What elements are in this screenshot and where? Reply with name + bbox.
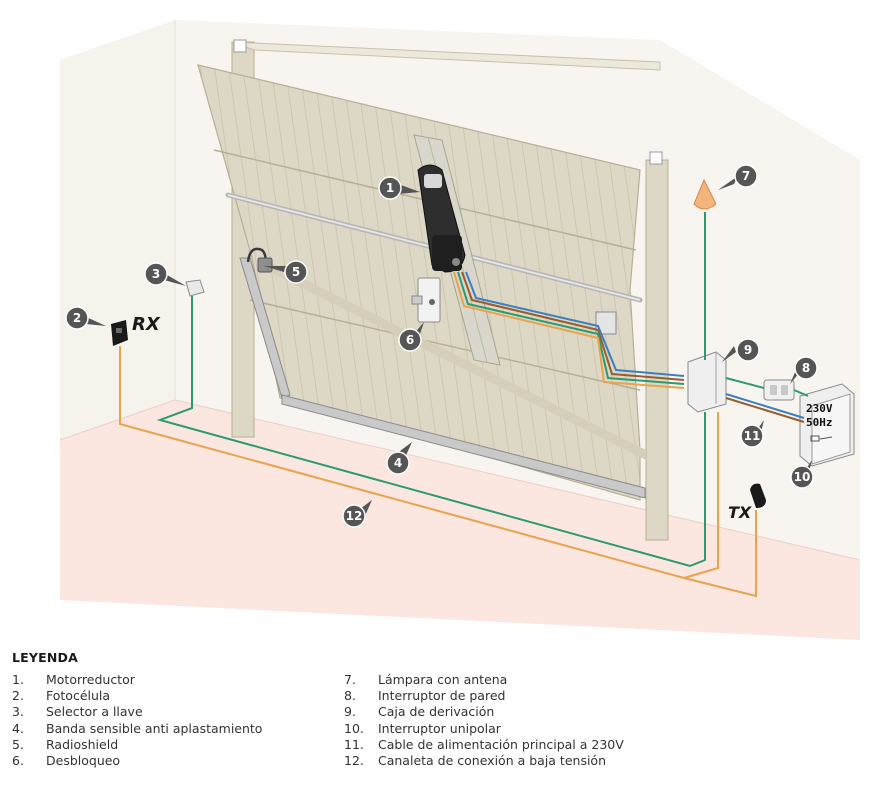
legend-column-right: 7. Lámpara con antena 8. Interruptor de pa… — [344, 672, 676, 769]
legend-item-number: 8. — [344, 688, 356, 704]
transmitter-tx: TX — [728, 483, 766, 522]
legend-item: 7. Lámpara con antena — [344, 672, 676, 688]
legend-title: LEYENDA — [12, 650, 79, 665]
legend-item-number: 11. — [344, 736, 364, 752]
legend-item-number: 5. — [12, 736, 24, 752]
callout-1: 1 — [378, 176, 402, 200]
safety-edge — [239, 257, 646, 499]
svg-text:3: 3 — [152, 267, 160, 281]
legend-item-text: Desbloqueo — [46, 753, 121, 769]
callout-9: 9 — [736, 338, 760, 362]
legend-item: 12. Canaleta de conexión a baja tensión — [344, 753, 676, 769]
legend-item: 4. Banda sensible anti aplastamiento — [12, 721, 344, 737]
callout-11: 11 — [740, 424, 764, 448]
legend-item-number: 2. — [12, 688, 24, 704]
door-junction-box — [595, 311, 617, 335]
legend-item: 3. Selector a llave — [12, 704, 344, 720]
callout-8: 8 — [794, 356, 818, 380]
junction-box — [687, 351, 727, 413]
callout-2: 2 — [65, 306, 89, 330]
callout-7: 7 — [734, 164, 758, 188]
legend-item: 1. Motorreductor — [12, 672, 344, 688]
svg-text:7: 7 — [742, 169, 750, 183]
supply-cables — [725, 377, 809, 423]
photocell-rx: RX — [111, 314, 161, 346]
legend-item-text: Interruptor unipolar — [378, 720, 501, 736]
legend-item-number: 9. — [344, 704, 356, 720]
svg-text:5: 5 — [292, 265, 300, 279]
garage-door-installation-diagram: 230V 50Hz RX TX — [59, 20, 861, 640]
wall-switch — [763, 379, 795, 401]
callout-5: 5 — [284, 260, 308, 284]
legend-item-text: Selector a llave — [46, 704, 143, 720]
legend-item: 2. Fotocélula — [12, 688, 344, 704]
svg-text:11: 11 — [744, 429, 761, 443]
legend-item-number: 7. — [344, 672, 356, 687]
motor-unit — [417, 164, 466, 273]
legend-item-text: Canaleta de conexión a baja tensión — [378, 753, 606, 769]
legend-item: 10. Interruptor unipolar — [344, 721, 676, 737]
tx-label: TX — [728, 503, 752, 522]
legend-item-text: Motorreductor — [46, 672, 135, 687]
svg-text:12: 12 — [346, 509, 363, 523]
radioshield-device — [246, 247, 273, 273]
legend-item-text: Caja de derivación — [378, 704, 495, 720]
motor-cables — [453, 271, 685, 389]
svg-text:4: 4 — [394, 456, 402, 470]
floor-cables — [119, 296, 757, 598]
legend-item-text: Lámpara con antena — [378, 672, 508, 687]
callout-10: 10 — [790, 465, 814, 489]
svg-text:2: 2 — [73, 311, 81, 325]
svg-text:9: 9 — [744, 343, 752, 357]
svg-text:8: 8 — [802, 361, 810, 375]
legend-item-text: Banda sensible anti aplastamiento — [46, 720, 263, 736]
legend-item: 9. Caja de derivación — [344, 704, 676, 720]
legend-item-number: 4. — [12, 720, 24, 736]
legend: LEYENDA 1. Motorreductor 2. Fotocélula 3. S… — [12, 650, 872, 769]
legend-item-text: Interruptor de pared — [378, 688, 506, 704]
callout-badges: 1 2 3 4 5 6 7 8 9 10 11 12 — [65, 164, 818, 528]
legend-item: 11. Cable de alimentación principal a 230… — [344, 737, 676, 753]
legend-item: 5. Radioshield — [12, 737, 344, 753]
legend-item-number: 10. — [344, 720, 364, 736]
release-handle — [411, 277, 441, 323]
callout-3: 3 — [144, 262, 168, 286]
panel-voltage-label: 230V — [806, 402, 833, 415]
svg-text:1: 1 — [386, 181, 394, 195]
panel-frequency-label: 50Hz — [806, 416, 833, 429]
legend-column-left: 1. Motorreductor 2. Fotocélula 3. Selector … — [12, 672, 344, 769]
legend-item-number: 1. — [12, 672, 24, 687]
legend-item-number: 12. — [344, 753, 364, 769]
svg-text:10: 10 — [794, 470, 811, 484]
lamp-with-antenna — [693, 178, 717, 360]
legend-item-number: 3. — [12, 704, 24, 720]
key-selector — [185, 279, 205, 297]
callout-6: 6 — [398, 328, 422, 352]
legend-item-number: 6. — [12, 753, 24, 769]
power-panel: 230V 50Hz — [799, 383, 855, 467]
legend-item-text: Radioshield — [46, 736, 119, 752]
callout-4: 4 — [386, 451, 410, 475]
legend-item-text: Fotocélula — [46, 688, 111, 704]
legend-item: 6. Desbloqueo — [12, 753, 344, 769]
callout-12: 12 — [342, 504, 366, 528]
legend-item-text: Cable de alimentación principal a 230V — [378, 736, 624, 752]
rx-label: RX — [132, 314, 161, 335]
legend-item: 8. Interruptor de pared — [344, 688, 676, 704]
svg-text:6: 6 — [406, 333, 414, 347]
